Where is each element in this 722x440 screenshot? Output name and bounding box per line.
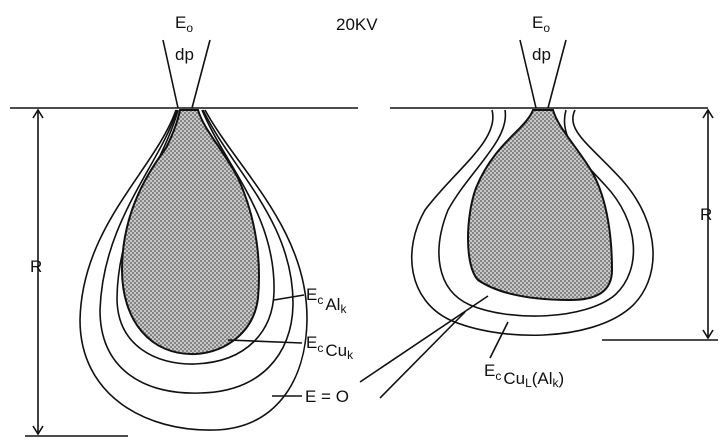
left-range-label: R [30, 257, 42, 276]
right-leader-core [360, 296, 488, 382]
left-beam-edge-right [192, 40, 210, 108]
left-leader-al [274, 295, 304, 300]
left-range-marker: R [25, 110, 128, 436]
left-leader-cu [228, 340, 302, 343]
right-beam: Eo dp [520, 13, 566, 108]
right-leader-cul [490, 322, 508, 358]
left-label-e-zero: E = O [305, 387, 349, 406]
right-interaction-core [468, 110, 612, 300]
right-range-marker: R [602, 110, 718, 340]
left-interaction-core [122, 110, 259, 354]
voltage-label: 20KV [336, 15, 378, 34]
left-beam-energy-label: Eo [175, 13, 193, 35]
left-beam-probe-label: dp [175, 45, 194, 64]
right-range-label: R [700, 205, 712, 224]
left-beam: Eo dp [163, 13, 210, 108]
right-leader-middle [380, 312, 465, 398]
right-beam-probe-label: dp [532, 45, 551, 64]
right-beam-energy-label: Eo [532, 13, 550, 35]
